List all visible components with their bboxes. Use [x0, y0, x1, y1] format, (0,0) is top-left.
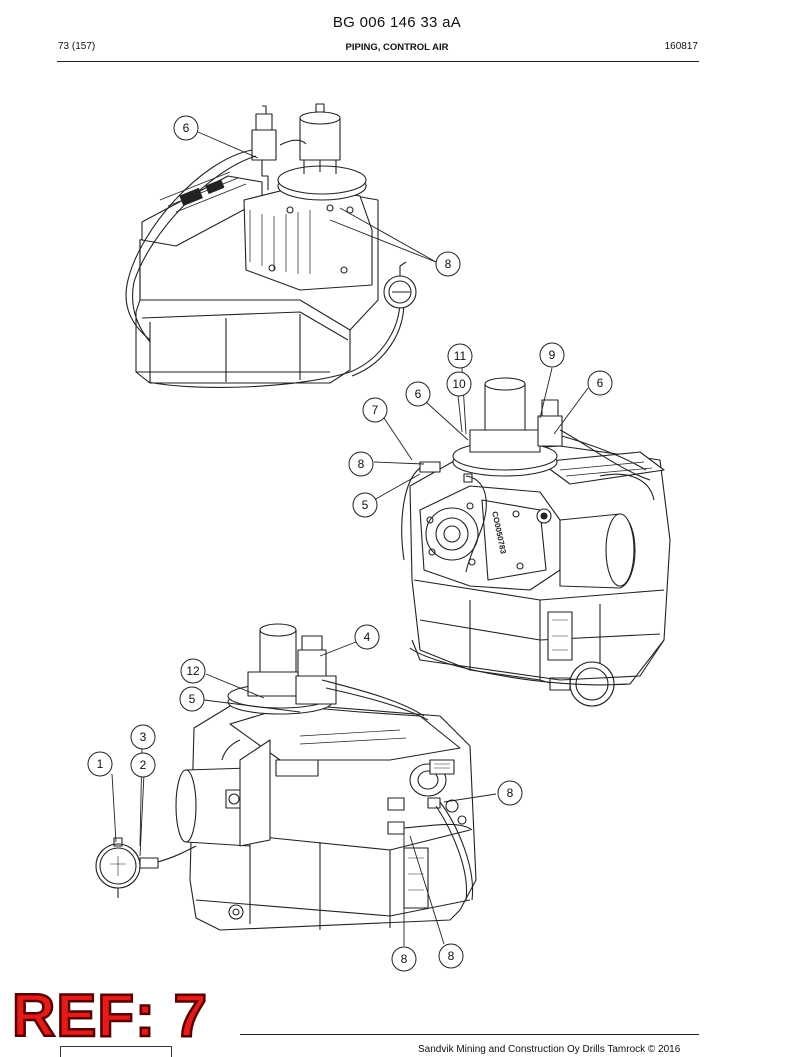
callout-circle-8a [435, 251, 461, 277]
gearbox-view-bottom [95, 623, 477, 931]
callout-8b: 8 [358, 457, 365, 471]
callout-6b: 6 [597, 376, 604, 390]
callout-circle-6a [173, 115, 199, 141]
callout-circle-12 [180, 658, 206, 684]
callout-circle-7 [362, 397, 388, 423]
callout-circle-8c [497, 780, 523, 806]
copyright-footer: Sandvik Mining and Construction Oy Drill… [418, 1044, 681, 1055]
callout-6c: 6 [415, 387, 422, 401]
callout-circle-6b [587, 370, 613, 396]
page-number: 73 (157) [58, 41, 96, 52]
callout-11: 11 [454, 349, 467, 363]
callout-4: 4 [364, 630, 371, 644]
callout-5b: 5 [189, 692, 196, 706]
callout-circle-8e [438, 943, 464, 969]
callout-circle-5b [179, 686, 205, 712]
gearbox-view-top [125, 103, 417, 388]
callout-circle-8b [348, 451, 374, 477]
document-id: BG 006 146 33 aA [332, 14, 462, 31]
callout-circle-4 [354, 624, 380, 650]
callout-circle-3 [130, 724, 156, 750]
callout-7: 7 [372, 403, 379, 417]
callout-circles [87, 115, 613, 972]
callout-8e: 8 [448, 949, 455, 963]
callout-circle-5a [352, 492, 378, 518]
section-title: PIPING, CONTROL AIR [345, 42, 449, 53]
logo-fragment [60, 1046, 172, 1057]
footer-rule [240, 1034, 699, 1035]
ref-watermark: REF: 7 [11, 982, 209, 1049]
callout-circle-6c [405, 381, 431, 407]
callout-8a: 8 [445, 257, 452, 271]
callout-circle-10 [446, 371, 472, 397]
callout-circle-11 [447, 343, 473, 369]
header-rule [57, 61, 699, 62]
callout-6a: 6 [183, 121, 190, 135]
callout-circle-1 [87, 751, 113, 777]
callout-1: 1 [97, 757, 104, 771]
gearbox-view-middle [401, 377, 671, 707]
callout-12: 12 [186, 664, 200, 678]
date-code: 160817 [664, 41, 698, 52]
callout-circle-2 [130, 752, 156, 778]
callout-5a: 5 [362, 498, 369, 512]
callout-10: 10 [452, 377, 466, 391]
leader-lines [111, 131, 589, 946]
callout-3: 3 [140, 730, 147, 744]
callout-2: 2 [140, 758, 147, 772]
callout-8d: 8 [401, 952, 408, 966]
callout-circle-9 [539, 342, 565, 368]
callout-circle-8d [391, 946, 417, 972]
callout-8c: 8 [507, 786, 514, 800]
callout-9: 9 [549, 348, 556, 362]
